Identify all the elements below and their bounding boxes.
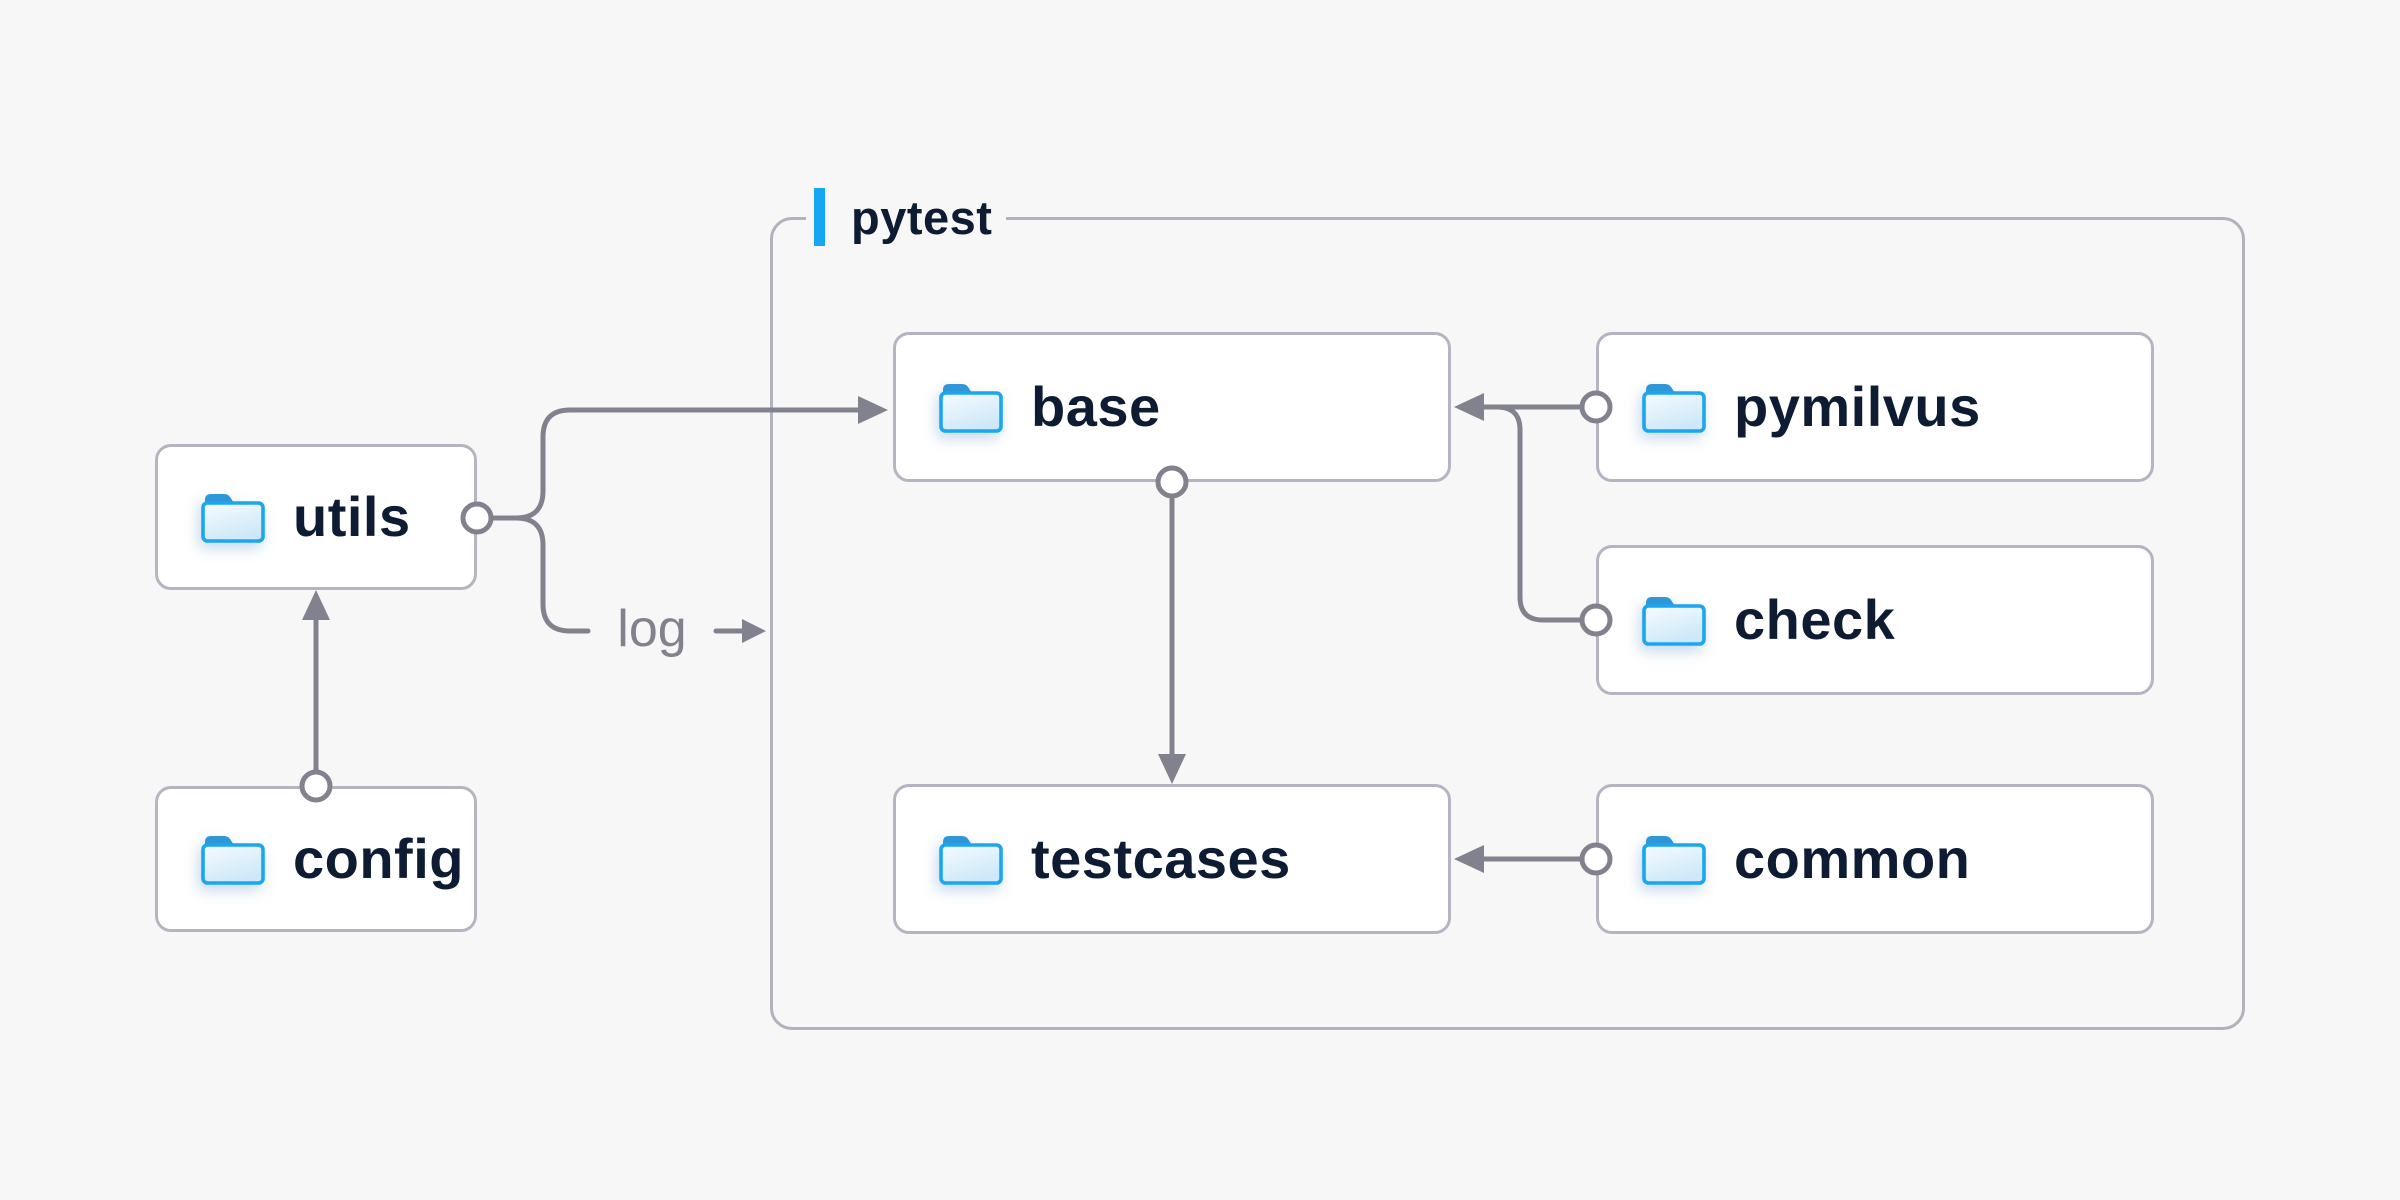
node-utils: utils	[155, 444, 477, 590]
log-edge-label: log	[617, 599, 687, 658]
node-testcases: testcases	[893, 784, 1451, 934]
port-base-bottom	[1155, 465, 1189, 499]
node-common: common	[1596, 784, 2154, 934]
port-common-left	[1579, 842, 1613, 876]
folder-icon	[1642, 836, 1706, 885]
edge-check-base	[1494, 404, 1583, 623]
node-base: base	[893, 332, 1451, 482]
node-label: config	[293, 827, 464, 890]
node-pymilvus: pymilvus	[1596, 332, 2154, 482]
node-check: check	[1596, 545, 2154, 695]
node-label: utils	[293, 485, 411, 548]
folder-icon	[1642, 384, 1706, 433]
arrowhead-into-testcases-right	[1454, 845, 1484, 873]
group-label-text: pytest	[851, 190, 993, 244]
pytest-group-container	[770, 217, 2245, 1030]
folder-icon	[939, 384, 1003, 433]
arrowhead-log	[742, 619, 766, 643]
edge-utils-log	[513, 515, 591, 634]
node-label: testcases	[1031, 827, 1291, 890]
folder-icon	[939, 836, 1003, 885]
node-label: pymilvus	[1734, 375, 1981, 438]
node-label: base	[1031, 375, 1161, 438]
folder-icon	[201, 494, 265, 543]
folder-icon	[201, 836, 265, 885]
arrowhead-into-base-right	[1454, 393, 1484, 421]
node-label: check	[1734, 588, 1896, 651]
pytest-group-label: pytest	[806, 184, 1007, 250]
arrowhead-into-utils	[302, 590, 330, 620]
edge-utils-base	[513, 407, 861, 521]
arrowhead-into-base-left	[858, 396, 888, 424]
port-utils-right	[460, 501, 494, 535]
port-pymilvus-left	[1579, 390, 1613, 424]
node-label: common	[1734, 827, 1971, 890]
port-config-top	[299, 769, 333, 803]
arrowhead-into-testcases-top	[1158, 754, 1186, 784]
port-check-left	[1579, 603, 1613, 637]
accent-bar	[814, 188, 825, 246]
folder-icon	[1642, 597, 1706, 646]
